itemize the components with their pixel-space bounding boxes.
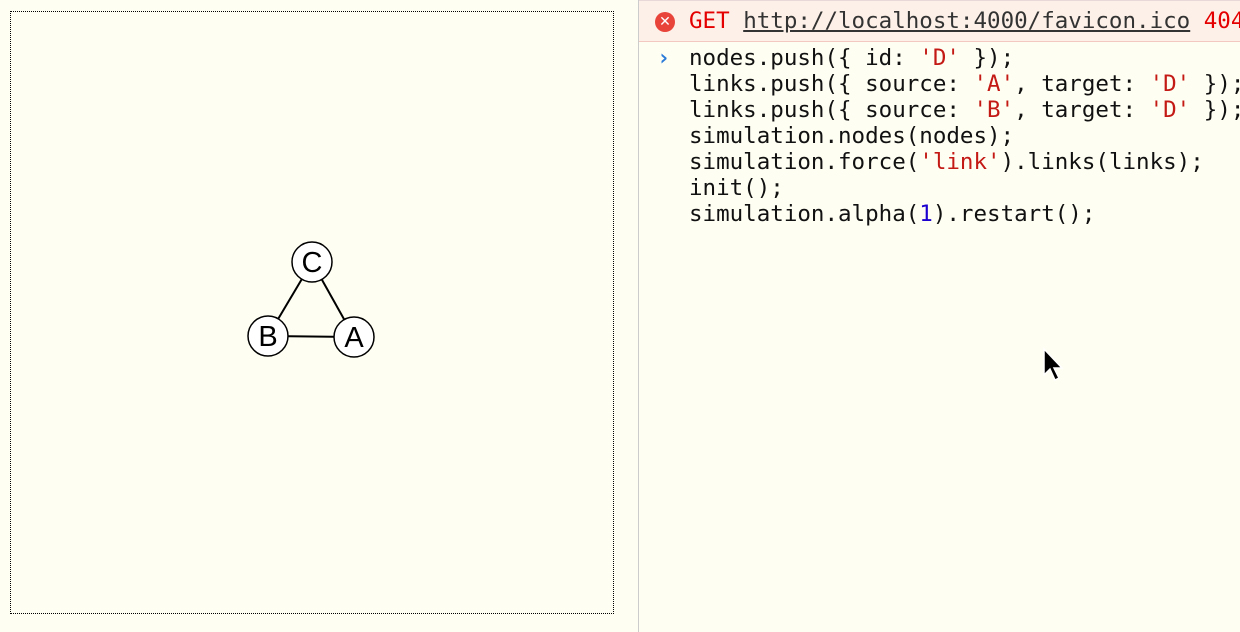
graph-node-label: C	[302, 247, 323, 279]
code-token: 'link'	[919, 149, 1001, 175]
console-panel: ✕ GET http://localhost:4000/favicon.ico …	[638, 0, 1240, 632]
console-error-row: ✕ GET http://localhost:4000/favicon.ico …	[639, 0, 1240, 42]
code-token: links.push({ source:	[689, 97, 974, 123]
code-token: nodes.push({ id:	[689, 45, 920, 71]
code-token: });	[1190, 71, 1240, 97]
code-token: simulation.force(	[689, 149, 920, 175]
code-line: simulation.force('link').links(links);	[689, 149, 1240, 175]
code-token: ).restart();	[932, 201, 1096, 227]
code-line: init();	[689, 175, 1240, 201]
code-token: 'B'	[973, 97, 1015, 123]
graph-node-label: A	[344, 322, 364, 354]
code-token: simulation.alpha(	[689, 201, 920, 227]
code-token: , target:	[1014, 97, 1150, 123]
code-line: nodes.push({ id: 'D' });	[689, 45, 1240, 71]
graph-node[interactable]	[247, 315, 289, 357]
error-method: GET	[689, 8, 730, 34]
code-token: links.push({ source:	[689, 71, 974, 97]
mouse-cursor-icon	[1043, 347, 1064, 382]
error-message: GET http://localhost:4000/favicon.ico 40…	[689, 1, 1240, 41]
code-token: , target:	[1014, 71, 1150, 97]
code-token: simulation.nodes(nodes);	[689, 123, 1015, 149]
code-token: 'A'	[973, 71, 1015, 97]
error-circle-icon: ✕	[655, 12, 675, 32]
console-input-code[interactable]: nodes.push({ id: 'D' });links.push({ sou…	[689, 45, 1240, 227]
code-line: simulation.nodes(nodes);	[689, 123, 1240, 149]
code-token: });	[959, 45, 1015, 71]
code-token: });	[1190, 97, 1240, 123]
code-token: 1	[919, 201, 933, 227]
code-token: 'D'	[1149, 97, 1191, 123]
code-line: links.push({ source: 'A', target: 'D' })…	[689, 71, 1240, 97]
graph-canvas[interactable]: A B C	[10, 11, 614, 614]
error-status: 404	[1203, 8, 1240, 34]
graph-node-label: B	[258, 321, 277, 353]
code-token: 'D'	[919, 45, 960, 71]
code-token: ).links(links);	[1000, 149, 1204, 175]
code-token: 'D'	[1149, 71, 1191, 97]
error-url-link[interactable]: http://localhost:4000/favicon.ico	[743, 8, 1191, 34]
graph-svg: A B C	[247, 241, 375, 358]
graph-node[interactable]	[291, 241, 333, 283]
chevron-right-icon: ›	[657, 46, 671, 71]
code-line: simulation.alpha(1).restart();	[689, 201, 1240, 227]
graph-node[interactable]	[333, 316, 375, 358]
code-token: init();	[689, 175, 784, 201]
code-line: links.push({ source: 'B', target: 'D' })…	[689, 97, 1240, 123]
